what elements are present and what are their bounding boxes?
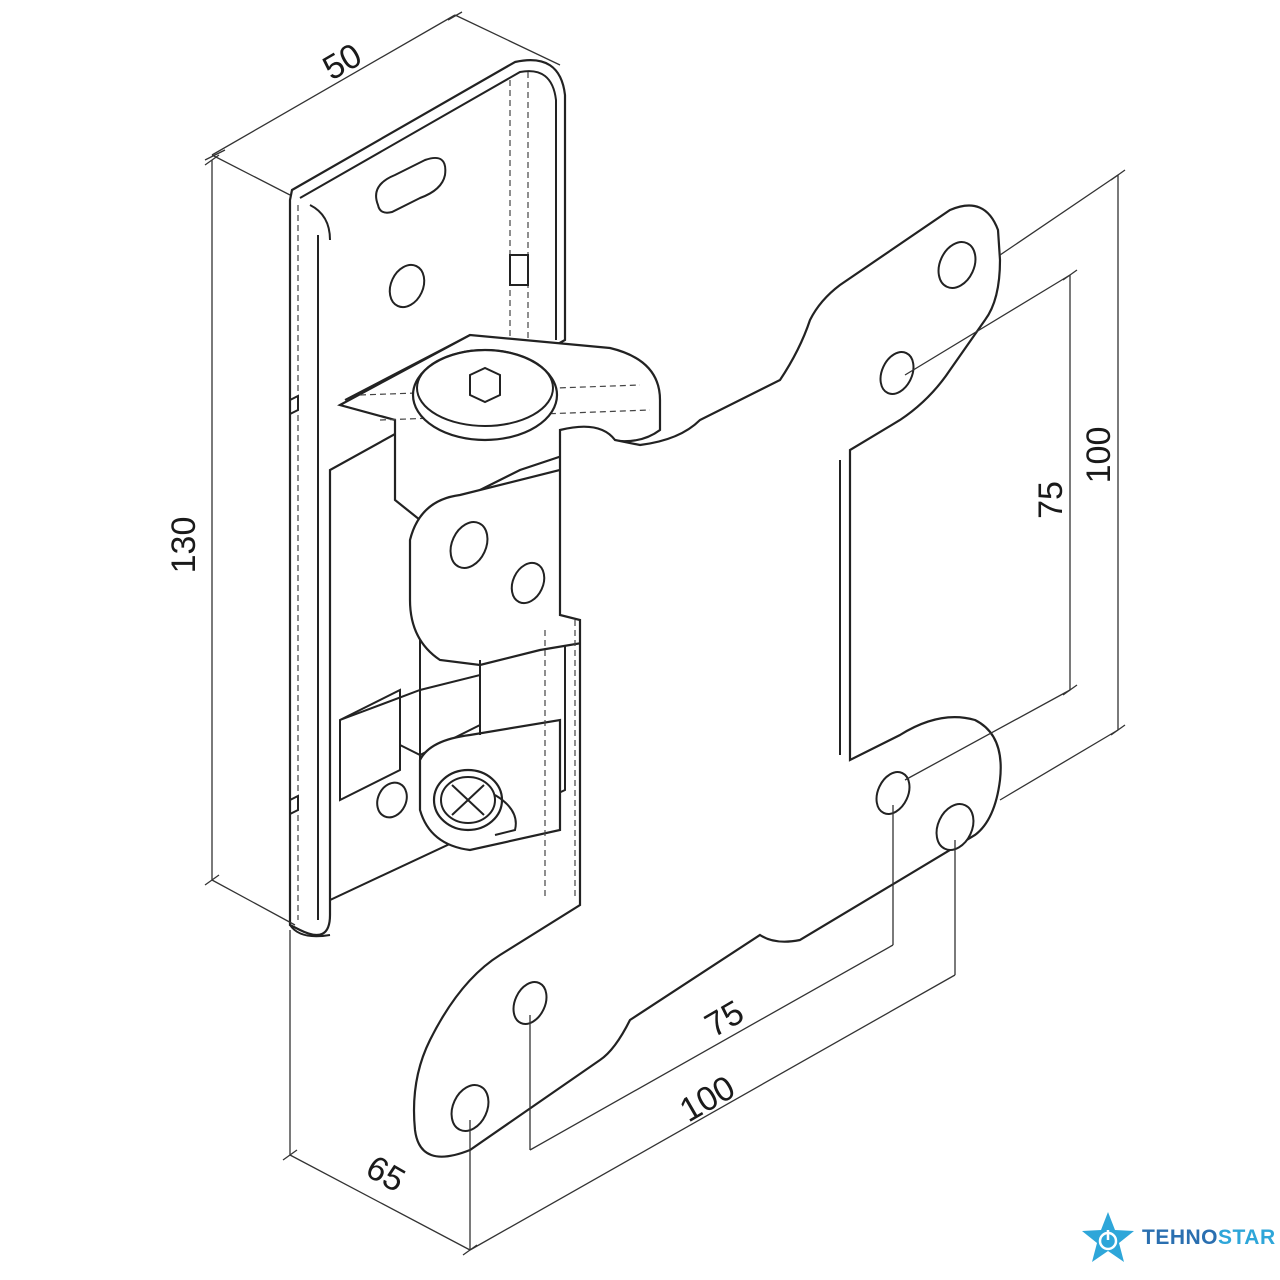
dim-label-height: 130 <box>165 517 203 574</box>
vesa-plate <box>412 204 1002 1158</box>
phillips-screw-icon <box>432 768 517 836</box>
dim-label-vesa-horizontal-large: 100 <box>673 1068 741 1129</box>
logo-text-part1: TEHNO <box>1142 1226 1218 1249</box>
dim-label-vesa-vertical-large: 100 <box>1080 427 1118 484</box>
vesa-hole-bottom-inner <box>875 771 911 815</box>
hinge-arm <box>337 333 662 900</box>
dim-label-vesa-vertical-small: 75 <box>1032 481 1070 519</box>
dimension-lines <box>204 11 1126 1256</box>
dim-label-vesa-horizontal-small: 75 <box>699 993 751 1045</box>
vesa-hole-top-inner <box>879 351 915 395</box>
dim-label-depth: 65 <box>360 1148 412 1200</box>
logo-text: TEHNOSTAR <box>1142 1226 1276 1250</box>
dim-label-width: 50 <box>316 36 368 88</box>
tehnostar-logo: TEHNOSTAR <box>1080 1210 1275 1266</box>
hex-bolt-icon <box>411 348 559 442</box>
vesa-hole-left-inner <box>512 981 548 1025</box>
star-power-icon <box>1082 1212 1134 1262</box>
logo-text-part2: STAR <box>1218 1226 1276 1249</box>
vesa-hole-bottom-right <box>935 803 975 851</box>
wall-bracket <box>288 59 567 938</box>
vesa-hole-left-outer <box>450 1084 490 1132</box>
vesa-hole-top-right <box>937 241 977 289</box>
